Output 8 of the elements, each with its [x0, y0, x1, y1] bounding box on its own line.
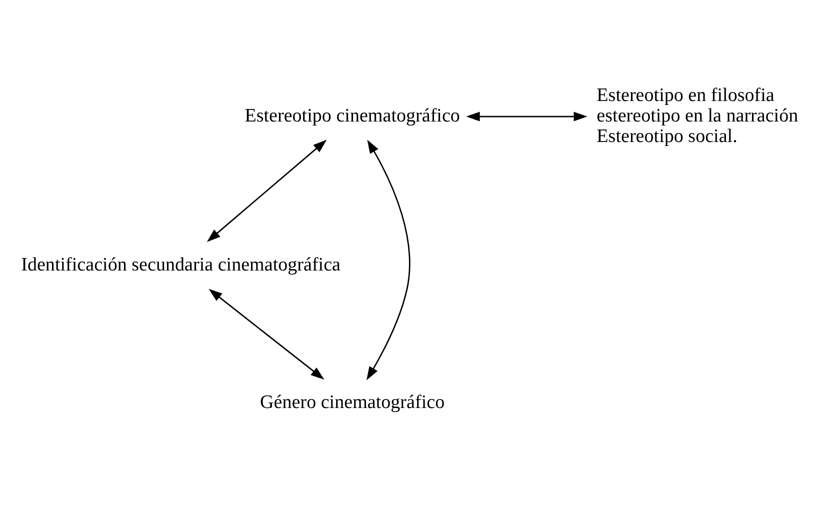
arrow: [366, 140, 410, 380]
node-text: Estereotipo en filosofia estereotipo en la narración Estereotipo social.: [596, 85, 798, 147]
arrow: [208, 288, 324, 380]
arrow: [206, 140, 327, 242]
node-text: Estereotipo cinematográfico: [244, 106, 460, 127]
node-text: Identificación secundaria cinematográfica: [21, 254, 341, 276]
arrow: [466, 112, 588, 122]
node-text: Género cinematográfico: [260, 392, 445, 414]
